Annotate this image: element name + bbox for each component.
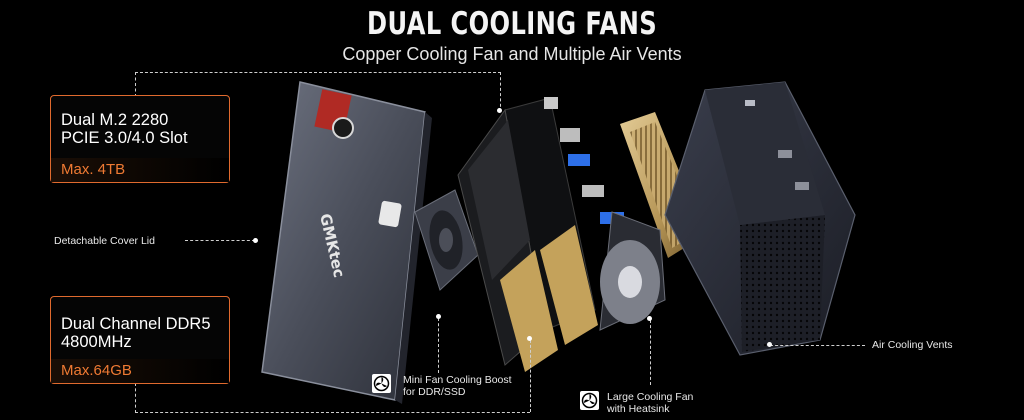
- ram-callout-line1: Dual Channel DDR5: [61, 315, 211, 333]
- ssd-callout-line1: Dual M.2 2280: [61, 111, 169, 129]
- motherboard: [457, 97, 624, 372]
- ssd-callout: Dual M.2 2280 PCIE 3.0/4.0 Slot Max. 4TB: [50, 95, 230, 183]
- fan-icon: [372, 374, 391, 393]
- large-fan-label-line1: Large Cooling Fan: [607, 391, 694, 403]
- connector-line: [770, 345, 865, 346]
- connector-line: [135, 72, 501, 97]
- ssd-callout-line2: PCIE 3.0/4.0 Slot: [61, 129, 188, 147]
- page-subtitle: Copper Cooling Fan and Multiple Air Vent…: [342, 44, 682, 64]
- fan-icon: [580, 391, 599, 410]
- connector-line: [650, 320, 651, 385]
- ram-capacity: Max.64GB: [61, 362, 132, 379]
- ram-callout-accent: Max.64GB: [51, 359, 229, 383]
- ssd-callout-accent: Max. 4TB: [51, 158, 229, 182]
- connector-line: [135, 412, 530, 413]
- connector-line: [530, 340, 531, 412]
- ram-callout: Dual Channel DDR5 4800MHz Max.64GB: [50, 296, 230, 384]
- mini-fan-label-line1: Mini Fan Cooling Boost: [403, 374, 512, 386]
- air-vents-label: Air Cooling Vents: [872, 339, 953, 351]
- chassis: [664, 81, 856, 356]
- page-title: DUAL COOLING FANS: [366, 6, 657, 42]
- ssd-capacity: Max. 4TB: [61, 161, 126, 178]
- connector-line: [500, 72, 501, 112]
- mini-fan-label-line2: for DDR/SSD: [403, 386, 466, 398]
- marker-dot: [253, 238, 258, 243]
- mini-fan: [414, 189, 479, 291]
- ram-callout-line2: 4800MHz: [61, 333, 132, 351]
- large-fan-label-line2: with Heatsink: [607, 403, 670, 415]
- marker-dot: [767, 342, 772, 347]
- connector-line: [185, 240, 255, 241]
- marker-dot: [436, 314, 441, 319]
- cover-lid: [261, 81, 432, 404]
- marker-dot: [527, 336, 532, 341]
- cover-lid-label: Detachable Cover Lid: [54, 235, 155, 247]
- marker-dot: [647, 316, 652, 321]
- connector-line: [135, 383, 136, 413]
- connector-line: [438, 318, 439, 373]
- marker-dot: [497, 108, 502, 113]
